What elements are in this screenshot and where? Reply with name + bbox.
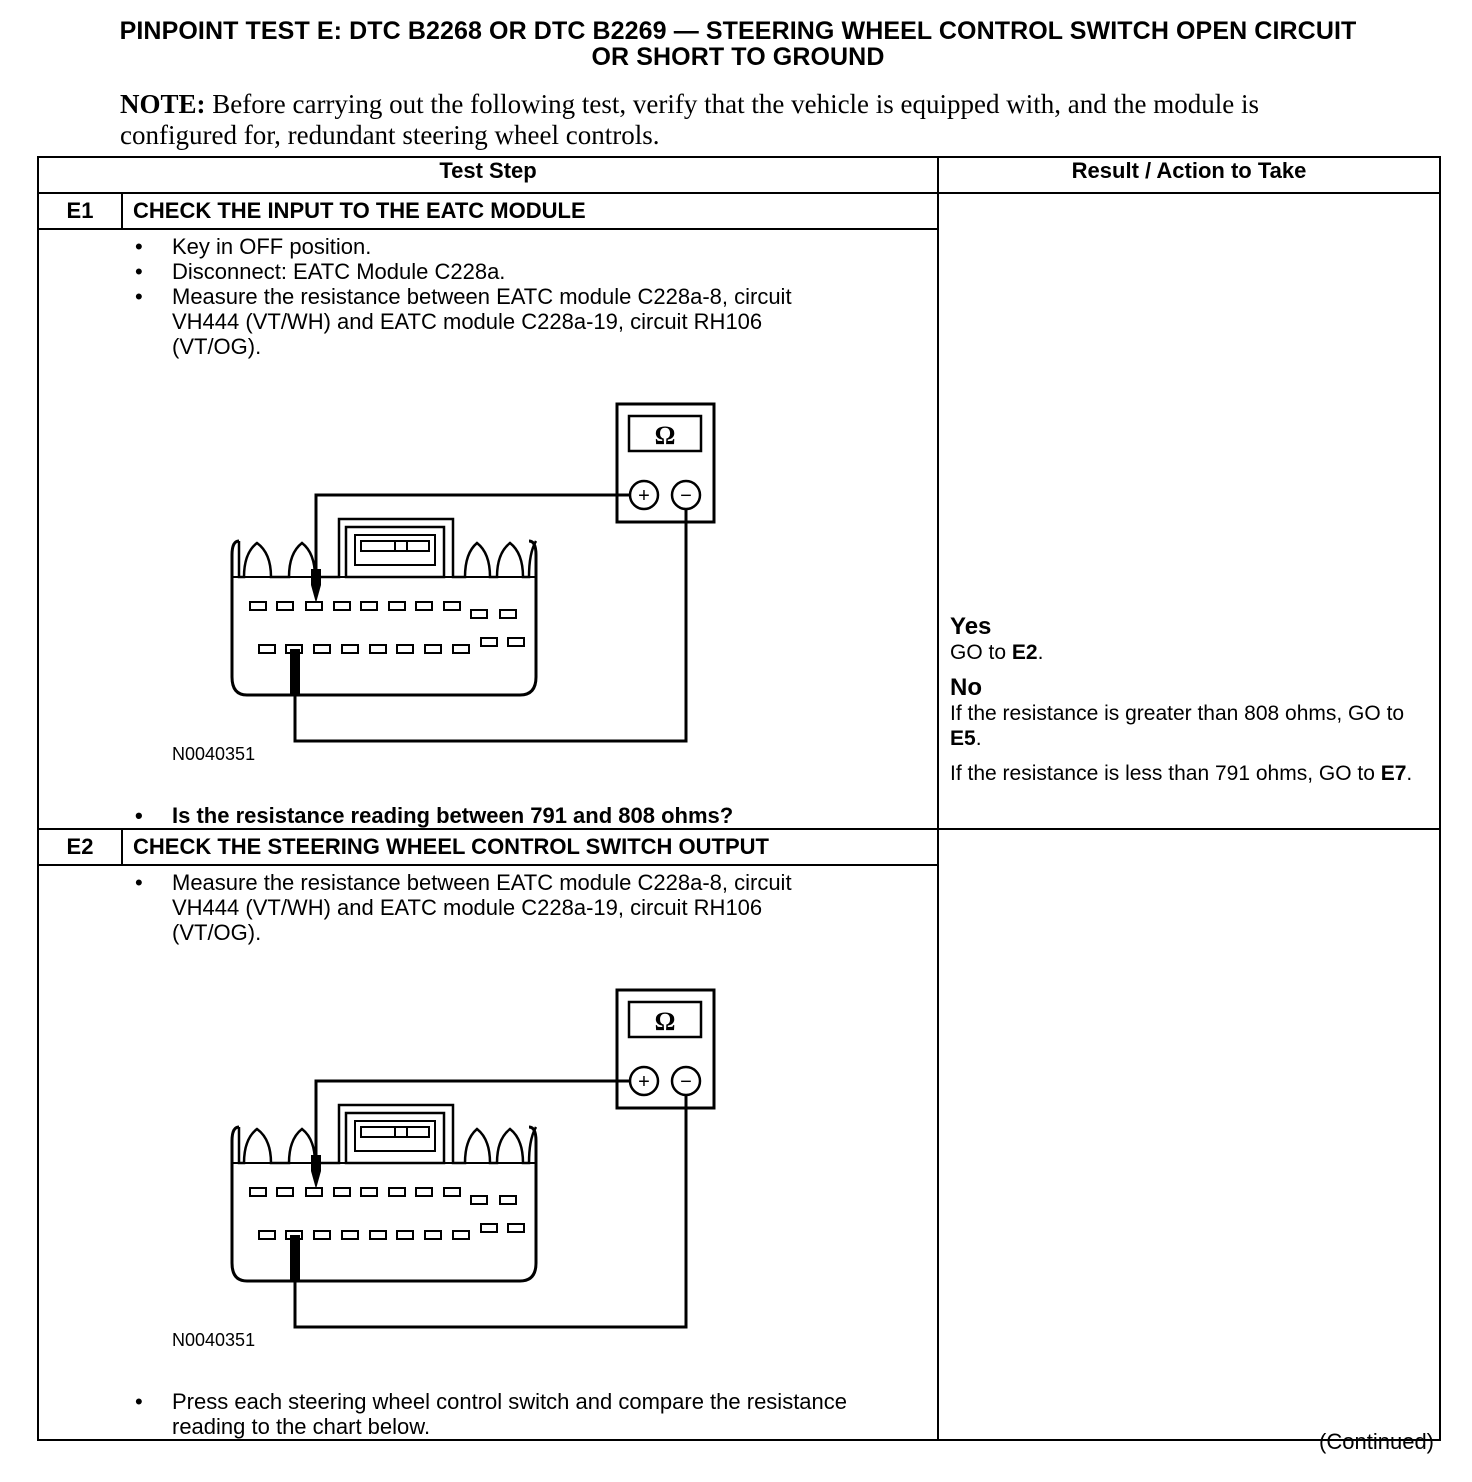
step-e1-title-row: E1 CHECK THE INPUT TO THE EATC MODULE Ye… [37, 192, 1442, 830]
step-e1-bullets: Key in OFF position. Disconnect: EATC Mo… [39, 234, 937, 359]
step-e2-body-row: Measure the resistance between EATC modu… [36, 864, 1440, 1441]
connector-latch-inner [354, 1120, 436, 1152]
step-e1-result: Yes GO to E2. No If the resistance is gr… [937, 192, 1442, 830]
cavity-row-top [249, 1187, 517, 1205]
pinpoint-table: Test Step Result / Action to Take E1 CHE… [36, 156, 1442, 1441]
probe-positive [311, 1155, 321, 1189]
ohmmeter-body [615, 988, 716, 1110]
lead-negative [293, 509, 688, 743]
result-no-2: If the resistance is less than 791 ohms,… [950, 761, 1440, 786]
result-yes-prefix: GO to [950, 641, 1012, 664]
go-to-e5-link[interactable]: E5 [950, 727, 976, 750]
result-no-label: No [950, 674, 983, 701]
cavity-row-top [249, 601, 517, 619]
figure-id: N0040351 [172, 1330, 256, 1350]
connector-ohmmeter-svg: Ω + − [230, 988, 716, 1329]
plus-symbol: + [638, 485, 650, 507]
page-title: PINPOINT TEST E: DTC B2268 OR DTC B2269 … [38, 18, 1438, 70]
connector-top-outline [237, 517, 538, 579]
step-question: Is the resistance reading between 791 an… [39, 803, 937, 828]
go-to-e7-link[interactable]: E7 [1380, 762, 1407, 785]
lead-negative [293, 1095, 688, 1329]
ohm-symbol: Ω [655, 1007, 676, 1036]
step-e2-title-row: E2 CHECK THE STEERING WHEEL CONTROL SWIT… [37, 828, 1442, 1441]
ohmmeter-display [627, 414, 703, 453]
lead-positive [314, 493, 630, 569]
minus-symbol: − [680, 485, 692, 507]
connector-latch-inner [354, 534, 436, 566]
result-yes-action: GO to E2. [950, 640, 1440, 665]
step-id: E2 [37, 828, 123, 866]
step-e2-bullets-after: Press each steering wheel control switch… [39, 1389, 937, 1439]
connector-body [230, 1125, 538, 1283]
step-id: E1 [37, 192, 123, 230]
figure-id: N0040351 [172, 744, 256, 764]
note: NOTE: Before carrying out the following … [120, 89, 1360, 151]
step-title: CHECK THE INPUT TO THE EATC MODULE [120, 192, 940, 230]
connector-latch [344, 525, 446, 579]
step-title: CHECK THE STEERING WHEEL CONTROL SWITCH … [120, 828, 940, 866]
step-e1-question-list: Is the resistance reading between 791 an… [39, 803, 937, 828]
probe-negative [290, 1235, 300, 1280]
title-line-2: OR SHORT TO GROUND [591, 43, 885, 71]
ohmmeter-body [615, 402, 716, 524]
result-no-block: No If the resistance is greater than 808… [950, 675, 1440, 786]
result-yes-block: Yes GO to E2. [950, 614, 1440, 665]
result-yes-label: Yes [950, 613, 992, 640]
result-no-2-text: If the resistance is less than 791 ohms,… [950, 762, 1381, 785]
ohmmeter-display [627, 1000, 703, 1039]
step-e1-body: Key in OFF position. Disconnect: EATC Mo… [36, 228, 940, 830]
title-line-1: PINPOINT TEST E: DTC B2268 OR DTC B2269 … [119, 17, 1357, 45]
minus-symbol: − [680, 1071, 692, 1093]
step-e2-bullets: Measure the resistance between EATC modu… [39, 870, 937, 945]
header-test-step: Test Step [36, 156, 940, 194]
result-no-1-suffix: . [975, 727, 982, 750]
bullet-item: Measure the resistance between EATC modu… [39, 870, 937, 945]
bullet-item: Disconnect: EATC Module C228a. [39, 259, 937, 284]
ohm-symbol: Ω [655, 421, 676, 450]
connector-ohmmeter-svg: Ω + − [230, 402, 716, 743]
connector-top-outline [237, 1103, 538, 1165]
probe-negative [290, 649, 300, 694]
plus-symbol: + [638, 1071, 650, 1093]
step-e2-result [937, 828, 1442, 1441]
result-no-1: If the resistance is greater than 808 oh… [950, 701, 1440, 751]
result-yes-suffix: . [1037, 641, 1044, 664]
note-label: NOTE: [120, 89, 206, 119]
continued-label: (Continued) [1319, 1429, 1434, 1454]
ohmmeter-diagram: Ω + − N0040351 [39, 945, 937, 1383]
go-to-e2-link[interactable]: E2 [1011, 641, 1038, 664]
connector-body [230, 539, 538, 697]
note-text: Before carrying out the following test, … [120, 89, 1259, 150]
probe-positive [311, 569, 321, 603]
bullet-item: Key in OFF position. [39, 234, 937, 259]
result-no-1-text: If the resistance is greater than 808 oh… [950, 702, 1405, 725]
bullet-item: Measure the resistance between EATC modu… [39, 284, 937, 359]
cavity-row-bottom [258, 637, 525, 654]
table-header-row: Test Step Result / Action to Take [36, 156, 1442, 194]
bullet-item: Press each steering wheel control switch… [39, 1389, 937, 1439]
ohmmeter-diagram: Ω + − N0040351 [39, 359, 937, 797]
step-e2-body: Measure the resistance between EATC modu… [36, 864, 940, 1441]
lead-positive [314, 1079, 630, 1155]
header-result: Result / Action to Take [937, 156, 1442, 194]
connector-latch [344, 1111, 446, 1165]
result-no-2-suffix: . [1406, 762, 1413, 785]
step-e1-body-row: Key in OFF position. Disconnect: EATC Mo… [36, 228, 1440, 830]
